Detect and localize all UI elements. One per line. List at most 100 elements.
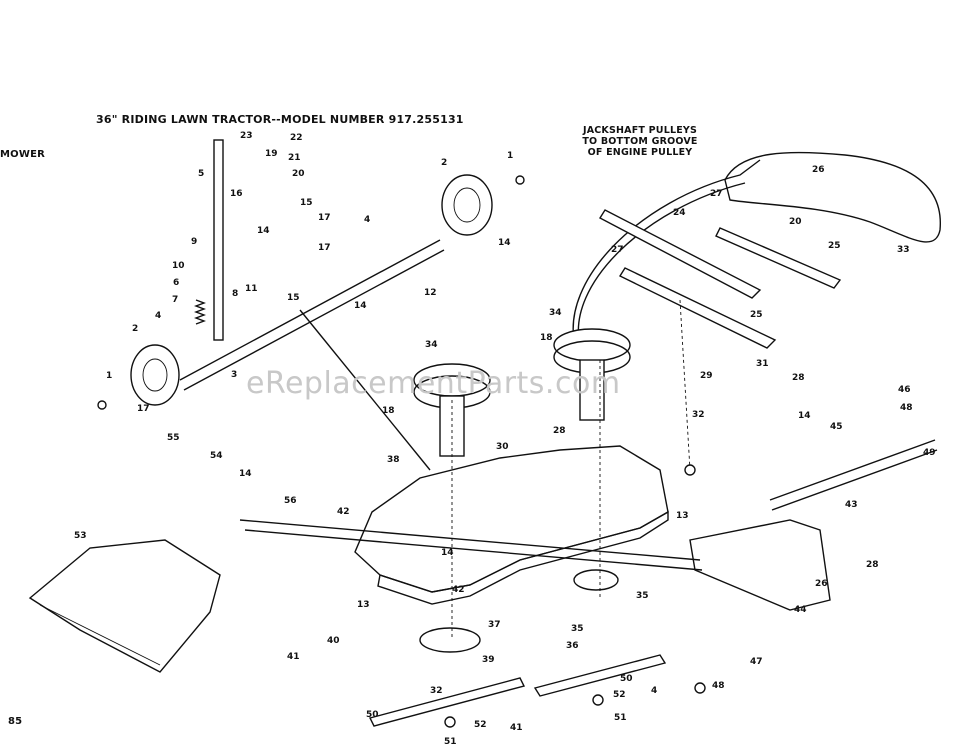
jackshaft-bar-right: [715, 227, 842, 289]
lift-spring: [194, 299, 206, 325]
callout-50-2: 50: [620, 674, 633, 684]
callout-27: 27: [710, 189, 723, 199]
callout-17: 17: [318, 213, 331, 223]
callout-19: 19: [265, 149, 278, 159]
callout-37: 37: [488, 620, 501, 630]
callout-47: 47: [750, 657, 763, 667]
callout-5: 5: [198, 169, 204, 179]
gauge-wheel-left: [130, 344, 180, 406]
watermark: eReplacementParts.com: [246, 366, 621, 401]
jackshaft-bar-upper: [599, 209, 762, 299]
callout-27-2: 27: [611, 245, 624, 255]
callout-32: 32: [692, 410, 705, 420]
callout-49: 49: [923, 448, 936, 458]
spindle-pulley-center: [419, 627, 481, 653]
jackshaft-note: JACKSHAFT PULLEYS TO BOTTOM GROOVE OF EN…: [560, 125, 720, 158]
callout-13-2: 13: [676, 511, 689, 521]
callout-24: 24: [673, 208, 686, 218]
callout-35-2: 35: [636, 591, 649, 601]
callout-12: 12: [424, 288, 437, 298]
callout-44: 44: [794, 605, 807, 615]
callout-25-2: 25: [750, 310, 763, 320]
deck-belt: [572, 159, 761, 346]
discharge-chute: [28, 539, 221, 673]
callout-52: 52: [474, 720, 487, 730]
callout-10: 10: [172, 261, 185, 271]
callout-36: 36: [566, 641, 579, 651]
callout-21: 21: [288, 153, 301, 163]
deck-hanger-left: [299, 309, 431, 471]
callout-46: 46: [898, 385, 911, 395]
callout-15: 15: [300, 198, 313, 208]
diagram-title: 36" RIDING LAWN TRACTOR--MODEL NUMBER 91…: [96, 113, 464, 126]
callout-22: 22: [290, 133, 303, 143]
callout-7: 7: [172, 295, 178, 305]
callout-17-2: 17: [318, 243, 331, 253]
lift-shaft: [179, 239, 441, 381]
callout-4-3: 4: [651, 686, 657, 696]
callout-41: 41: [287, 652, 300, 662]
callout-48-2: 48: [712, 681, 725, 691]
callout-42: 42: [337, 507, 350, 517]
callout-1-2: 1: [106, 371, 112, 381]
callout-35: 35: [571, 624, 584, 634]
callout-6: 6: [173, 278, 179, 288]
callout-14-6: 14: [798, 411, 811, 421]
callout-40: 40: [327, 636, 340, 646]
callout-53: 53: [74, 531, 87, 541]
callout-15-2: 15: [287, 293, 300, 303]
callout-56: 56: [284, 496, 297, 506]
callout-14-4: 14: [441, 548, 454, 558]
v-belt: [724, 151, 941, 243]
callout-2-2: 2: [132, 324, 138, 334]
callout-42-2: 42: [452, 585, 465, 595]
callout-28: 28: [553, 426, 566, 436]
callout-3: 3: [231, 370, 237, 380]
callout-14-2: 14: [498, 238, 511, 248]
callout-20: 20: [292, 169, 305, 179]
callout-14-3: 14: [354, 301, 367, 311]
jackshaft-note-line3: OF ENGINE PULLEY: [587, 147, 693, 158]
callout-28-3: 28: [866, 560, 879, 570]
callout-2: 2: [441, 158, 447, 168]
callout-34: 34: [425, 340, 438, 350]
blade-right: [533, 654, 667, 697]
callout-17-3: 17: [137, 404, 150, 414]
callout-45: 45: [830, 422, 843, 432]
callout-41-2: 41: [510, 723, 523, 733]
callout-14-5: 14: [239, 469, 252, 479]
callout-20-2: 20: [789, 217, 802, 227]
section-label: MOWER: [0, 149, 46, 160]
callout-54: 54: [210, 451, 223, 461]
callout-48: 48: [900, 403, 913, 413]
spindle-pulley-lower: [573, 569, 619, 591]
callout-13: 13: [357, 600, 370, 610]
callout-4: 4: [155, 311, 161, 321]
front-frame-rail: [239, 519, 701, 561]
callout-23: 23: [240, 131, 253, 141]
callout-34-2: 34: [549, 308, 562, 318]
callout-39: 39: [482, 655, 495, 665]
callout-18-2: 18: [540, 333, 553, 343]
callout-18: 18: [382, 406, 395, 416]
callout-28-2: 28: [792, 373, 805, 383]
jackshaft-bar-mid: [618, 267, 777, 349]
callout-50: 50: [366, 710, 379, 720]
callout-25: 25: [828, 241, 841, 251]
callout-11: 11: [245, 284, 258, 294]
callout-55: 55: [167, 433, 180, 443]
callout-43: 43: [845, 500, 858, 510]
callout-4-2: 4: [364, 215, 370, 225]
callout-29: 29: [700, 371, 713, 381]
callout-52-2: 52: [613, 690, 626, 700]
callout-31: 31: [756, 359, 769, 369]
jackshaft-note-line2: TO BOTTOM GROOVE: [582, 136, 698, 147]
callout-51: 51: [444, 737, 457, 747]
callout-51-2: 51: [614, 713, 627, 723]
callout-1: 1: [507, 151, 513, 161]
page-number: 85: [8, 716, 23, 727]
callout-8: 8: [232, 289, 238, 299]
